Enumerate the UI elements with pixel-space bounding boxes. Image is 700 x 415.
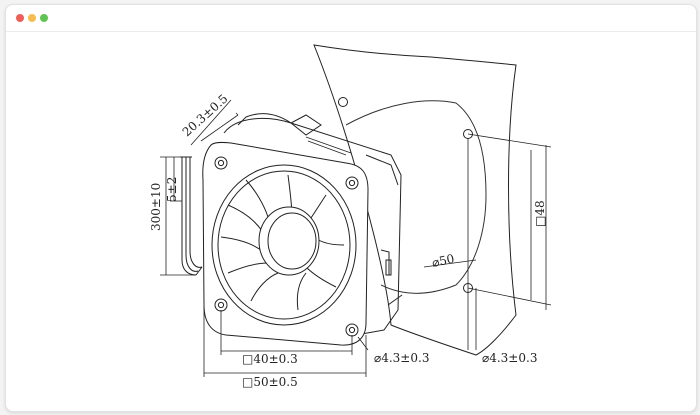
app-window: 20.3±0.5 300±10 5±2 □40±0.3 □50±0.5 ⌀4.3… [5,4,697,412]
dim-hole-dia-panel: ⌀4.3±0.3 [482,351,537,365]
frame-hole-top-left [214,156,228,170]
close-button[interactable] [16,14,24,22]
maximize-button[interactable] [40,14,48,22]
dim-strip-length: 5±2 [165,177,179,202]
lead-wires [180,156,203,276]
dim-lead-length: 300±10 [149,183,163,231]
fan-hub [258,206,320,276]
dim-hole-pitch: □40±0.3 [242,352,298,366]
fan-body-depth [223,113,403,336]
title-separator [6,31,696,32]
fan-shroud [211,164,357,326]
dim-frame-size: □50±0.5 [242,375,298,389]
panel-hole-top-left [338,97,348,107]
frame-hole-top-right [345,176,359,190]
dim-thickness: 20.3±0.5 [180,91,231,139]
dim-hole-dia-fan: ⌀4.3±0.3 [374,351,429,365]
title-bar [6,5,696,29]
dim-cutout-dia: ⌀50 [431,252,456,270]
technical-drawing: 20.3±0.5 300±10 5±2 □40±0.3 □50±0.5 ⌀4.3… [149,44,552,389]
dim-panel-pitch: □48 [533,200,547,227]
fan-impeller [220,174,345,311]
brand-triangle [290,114,322,136]
minimize-button[interactable] [28,14,36,22]
mounting-panel [313,44,517,356]
dimension-lines [160,99,552,377]
